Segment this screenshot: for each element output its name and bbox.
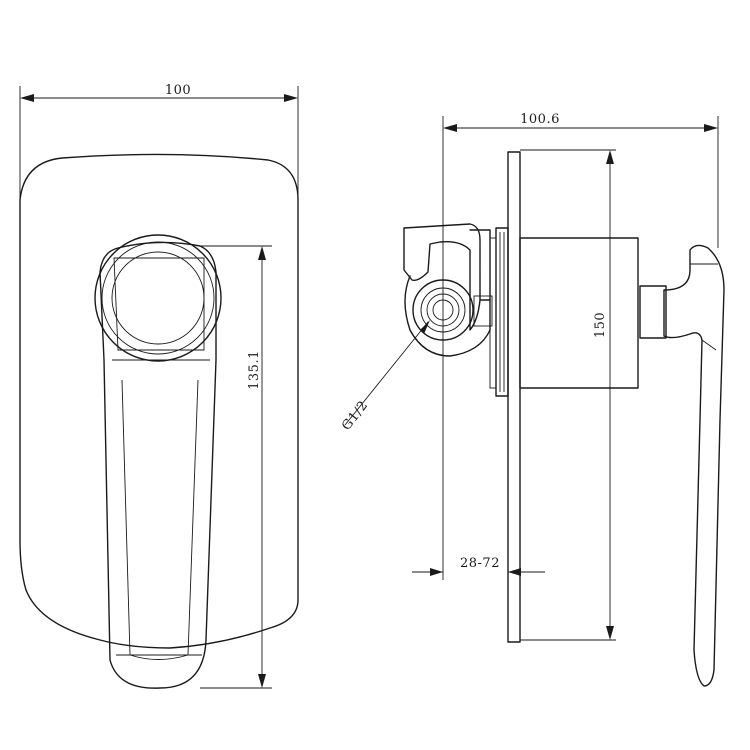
dimension-front-width-label: 100 bbox=[165, 83, 191, 98]
dimension-front-handle-height: 135.1 bbox=[200, 245, 272, 689]
callout-thread: G1/2 bbox=[339, 320, 430, 434]
front-knob bbox=[94, 234, 222, 362]
front-cover-plate bbox=[19, 153, 299, 649]
dimension-wall-range-label: 28-72 bbox=[460, 556, 500, 571]
side-view: 100.6 150 G1/2 28-72 bbox=[339, 112, 725, 687]
side-threaded-collar bbox=[489, 227, 509, 397]
dimension-side-depth: 100.6 bbox=[442, 112, 719, 580]
dimension-side-plate-height-label: 150 bbox=[593, 312, 608, 338]
front-handle-inner bbox=[113, 257, 205, 351]
front-handle-lever bbox=[99, 241, 217, 689]
front-view: 100 135.1 bbox=[19, 83, 299, 689]
dimension-front-width: 100 bbox=[19, 83, 299, 200]
side-wall-plate bbox=[507, 151, 521, 643]
side-stem bbox=[639, 285, 667, 339]
side-handle bbox=[663, 244, 725, 687]
dimension-side-plate-height: 150 bbox=[520, 149, 616, 641]
side-cartridge-body bbox=[519, 237, 639, 389]
dimension-side-depth-label: 100.6 bbox=[520, 112, 560, 127]
callout-thread-label: G1/2 bbox=[339, 398, 371, 433]
dimension-front-handle-height-label: 135.1 bbox=[247, 350, 262, 390]
dimension-wall-range: 28-72 bbox=[412, 556, 545, 576]
side-valve-body bbox=[403, 223, 493, 357]
